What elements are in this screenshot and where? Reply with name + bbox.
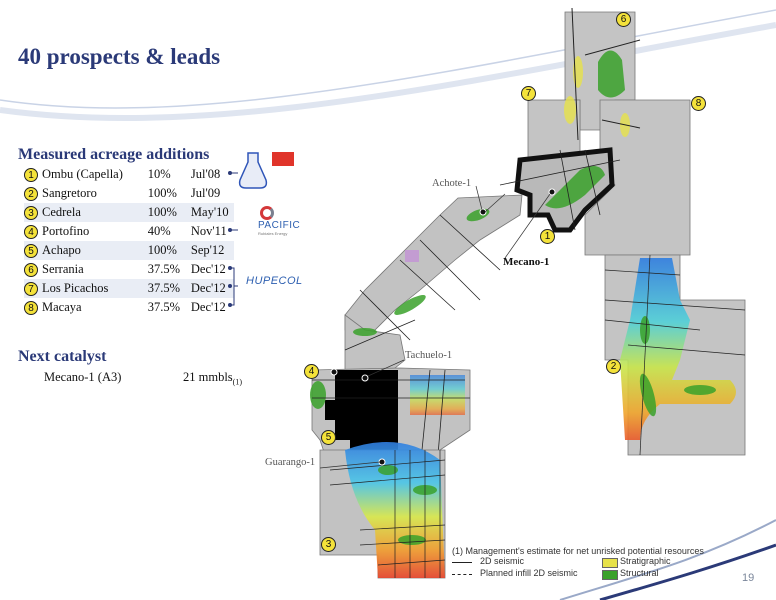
partner-logos xyxy=(228,152,294,307)
table-row: 2 Sangretoro 100% Jul'09 xyxy=(24,184,234,203)
pacific-logo-text: PACIFIC xyxy=(258,220,301,231)
table-row: 5 Achapo 100% Sep'12 xyxy=(24,241,234,260)
block-interest: 100% xyxy=(147,205,177,219)
block-date: Dec'12 xyxy=(190,300,226,314)
legend-infill: Planned infill 2D seismic xyxy=(480,568,578,578)
well-label-tachuelo: Tachuelo-1 xyxy=(405,350,453,361)
block-date: Dec'12 xyxy=(190,262,226,276)
pacific-logo-icon xyxy=(260,206,274,220)
table-row: 8 Macaya 37.5% Dec'12 xyxy=(24,298,234,317)
block-name: Cedrela xyxy=(42,205,81,219)
block-name: Los Picachos xyxy=(42,281,109,295)
catalyst-name: Mecano-1 (A3) xyxy=(44,370,122,384)
block-marker-7: 7 xyxy=(521,86,536,101)
marker-badge: 6 xyxy=(24,262,38,277)
pacific-logo: PACIFIC Rubiales Energy xyxy=(258,206,308,236)
structural-swatch xyxy=(602,570,618,580)
legend-infill-line xyxy=(452,574,472,575)
marker-badge: 1 xyxy=(24,167,38,182)
block-name: Serrania xyxy=(42,262,84,276)
flask-logo-icon xyxy=(238,152,294,189)
page-number: 19 xyxy=(742,572,755,584)
marker-badge: 5 xyxy=(24,243,38,258)
table-row: 4 Portofino 40% Nov'11 xyxy=(24,222,234,241)
page-title: 40 prospects & leads xyxy=(18,44,221,69)
marker-badge: 3 xyxy=(24,205,38,220)
pacific-logo-subtext: Rubiales Energy xyxy=(258,231,288,236)
catalyst-volume: 21 mmbls xyxy=(183,370,233,384)
block-marker-1: 1 xyxy=(540,229,555,244)
well-label-mecano: Mecano-1 xyxy=(503,256,550,268)
catalyst-heading: Next catalyst xyxy=(18,348,107,365)
stratigraphic-swatch xyxy=(602,558,618,568)
block-marker-8: 8 xyxy=(691,96,706,111)
block-marker-3: 3 xyxy=(321,537,336,552)
marker-badge: 8 xyxy=(24,300,38,315)
marker-badge: 4 xyxy=(24,224,38,239)
block-interest: 37.5% xyxy=(147,262,181,276)
block-date: May'10 xyxy=(190,205,229,219)
table-row: 6 Serrania 37.5% Dec'12 xyxy=(24,260,234,279)
legend-stratigraphic: Stratigraphic xyxy=(620,556,671,566)
block-name: Portofino xyxy=(42,224,90,238)
block-date: Jul'08 xyxy=(190,167,221,181)
block-interest: 37.5% xyxy=(147,300,181,314)
footnote-ref: (1) xyxy=(232,377,242,387)
legend-structural: Structural xyxy=(620,568,659,578)
legend-seismic-line xyxy=(452,562,472,563)
block-name: Achapo xyxy=(42,243,81,257)
legend-footnote: (1) Management's estimate for net unrisk… xyxy=(452,546,704,556)
block-marker-4: 4 xyxy=(304,364,319,379)
block-marker-5: 5 xyxy=(321,430,336,445)
table-row: 7 Los Picachos 37.5% Dec'12 xyxy=(24,279,234,298)
block-marker-2: 2 xyxy=(606,359,621,374)
block-date: Dec'12 xyxy=(190,281,226,295)
legend-seismic: 2D seismic xyxy=(480,556,525,566)
block-name: Macaya xyxy=(42,300,82,314)
acreage-table: 1 Ombu (Capella) 10% Jul'08 2 Sangretoro… xyxy=(24,165,234,317)
block-date: Sep'12 xyxy=(190,243,225,257)
block-marker-6: 6 xyxy=(616,12,631,27)
block-interest: 100% xyxy=(147,243,177,257)
hupecol-logo: HUPECOL xyxy=(246,275,303,287)
block-date: Nov'11 xyxy=(190,224,227,238)
block-interest: 100% xyxy=(147,186,177,200)
block-interest: 10% xyxy=(147,167,171,181)
well-label-achote: Achote-1 xyxy=(432,178,472,189)
block-name: Sangretoro xyxy=(42,186,97,200)
table-row: 3 Cedrela 100% May'10 xyxy=(24,203,234,222)
marker-badge: 2 xyxy=(24,186,38,201)
well-label-guarango: Guarango-1 xyxy=(265,457,316,468)
block-date: Jul'09 xyxy=(190,186,221,200)
block-interest: 37.5% xyxy=(147,281,181,295)
table-row: 1 Ombu (Capella) 10% Jul'08 xyxy=(24,165,234,184)
block-interest: 40% xyxy=(147,224,171,238)
block-name: Ombu (Capella) xyxy=(42,167,123,181)
acreage-heading: Measured acreage additions xyxy=(18,146,210,163)
marker-badge: 7 xyxy=(24,281,38,296)
catalyst-value: 21 mmbls(1) xyxy=(183,370,242,387)
